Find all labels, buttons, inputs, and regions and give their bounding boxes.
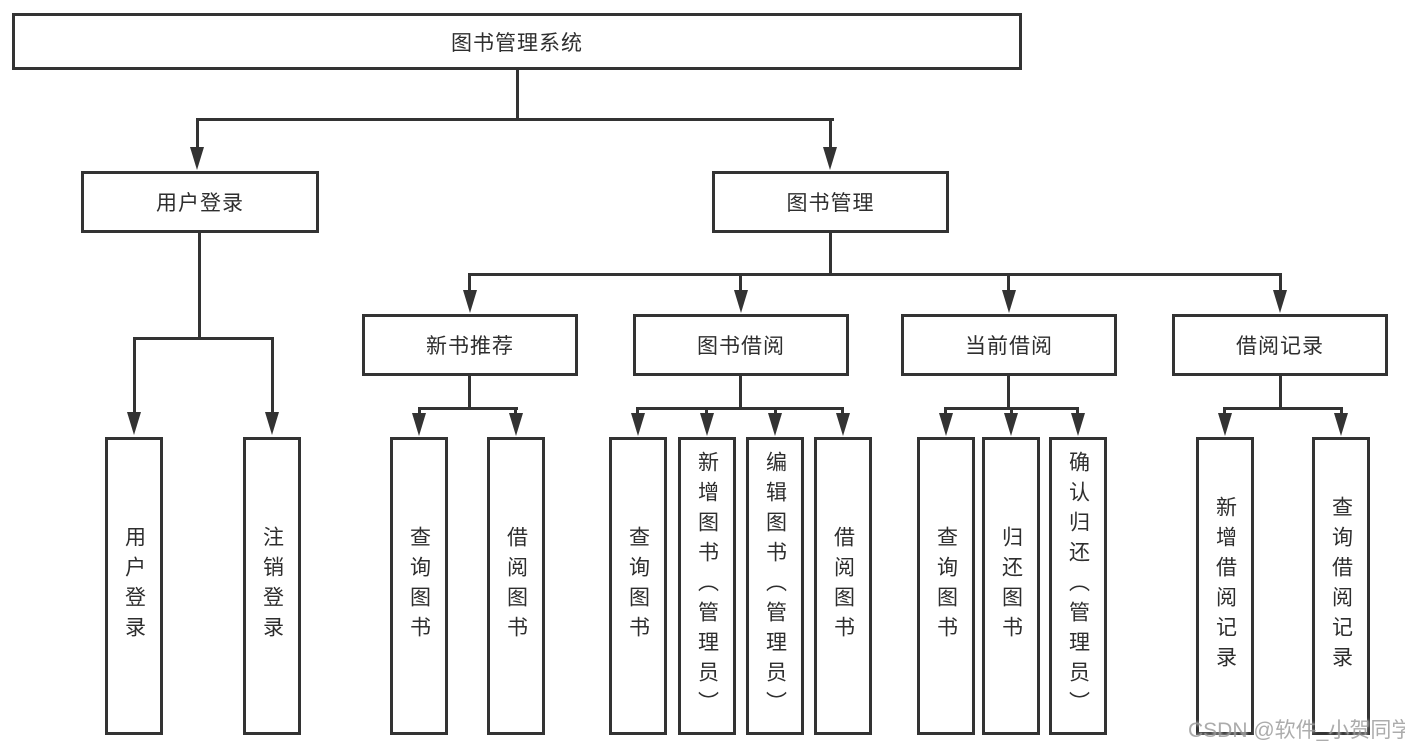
arrowhead-icon (509, 413, 523, 436)
node-label: 借阅记录 (1236, 335, 1324, 358)
csdn-watermark: CSDN @软件_小贺同学 (1188, 719, 1405, 742)
connector-stub (739, 273, 742, 293)
node-label: 用户登录 (122, 526, 146, 646)
arrowhead-icon (1334, 413, 1348, 436)
node-leaf-query-books-3: 查询图书 (917, 437, 975, 735)
node-book-borrow: 图书借阅 (633, 314, 849, 376)
arrowhead-icon (1004, 413, 1018, 436)
connector-stub (1007, 273, 1010, 293)
node-leaf-add-book-admin: 新增图书（管理员） (678, 437, 736, 735)
node-leaf-borrow-books-1: 借阅图书 (487, 437, 545, 735)
node-leaf-edit-book-admin: 编辑图书（管理员） (746, 437, 804, 735)
connector-borrow-vline (739, 376, 742, 410)
node-leaf-confirm-return-admin: 确认归还（管理员） (1049, 437, 1107, 735)
connector-borrow-hbar (636, 407, 844, 410)
arrowhead-icon (734, 290, 748, 313)
arrowhead-icon (823, 147, 837, 170)
connector-stub (271, 337, 274, 415)
node-label: 归还图书 (999, 526, 1023, 646)
connector-stub (514, 407, 517, 416)
node-label: 当前借阅 (965, 335, 1053, 358)
arrowhead-icon (768, 413, 782, 436)
connector-stub (1010, 407, 1013, 416)
node-label: 图书管理 (786, 192, 875, 215)
arrowhead-icon (939, 413, 953, 436)
connector-stub (468, 273, 471, 293)
connector-stub (1279, 273, 1282, 293)
connector-stub (774, 407, 777, 416)
connector-stub (944, 407, 947, 416)
node-leaf-query-books-1: 查询图书 (390, 437, 448, 735)
node-label: 查询图书 (934, 526, 958, 646)
arrowhead-icon (127, 412, 141, 435)
node-label: 查询图书 (407, 526, 431, 646)
arrowhead-icon (463, 290, 477, 313)
arrowhead-icon (836, 413, 850, 436)
node-leaf-logout: 注销登录 (243, 437, 301, 735)
node-leaf-query-books-2: 查询图书 (609, 437, 667, 735)
node-leaf-borrow-books-2: 借阅图书 (814, 437, 872, 735)
connector-login-hbar (133, 337, 274, 340)
connector-newbook-hbar (418, 407, 518, 410)
connector-mgmt-vline (829, 233, 832, 276)
connector-stub (841, 407, 844, 416)
connector-stub (636, 407, 639, 416)
node-label: 编辑图书（管理员） (763, 451, 787, 721)
connector-stub (133, 337, 136, 415)
node-label: 借阅图书 (504, 526, 528, 646)
connector-stub (1340, 407, 1343, 416)
connector-current-vline (1007, 376, 1010, 410)
node-label: 查询借阅记录 (1329, 496, 1353, 676)
node-label: 确认归还（管理员） (1066, 451, 1090, 721)
connector-stub (418, 407, 421, 416)
node-label: 注销登录 (260, 526, 284, 646)
connector-root-vline (516, 68, 519, 120)
node-book-management: 图书管理 (712, 171, 949, 233)
node-label: 借阅图书 (831, 526, 855, 646)
node-leaf-return-book: 归还图书 (982, 437, 1040, 735)
connector-stub (705, 407, 708, 416)
node-library-system: 图书管理系统 (12, 13, 1022, 70)
node-current-borrow: 当前借阅 (901, 314, 1117, 376)
connector-newbook-vline (468, 376, 471, 410)
node-label: 图书借阅 (697, 335, 785, 358)
connector-root-hbar (196, 118, 834, 121)
connector-stub (829, 118, 832, 150)
node-label: 用户登录 (156, 192, 244, 215)
node-label: 图书管理系统 (451, 31, 583, 55)
node-label: 新增图书（管理员） (695, 451, 719, 721)
connector-mgmt-hbar (468, 273, 1282, 276)
arrowhead-icon (412, 413, 426, 436)
node-leaf-add-borrow-record: 新增借阅记录 (1196, 437, 1254, 735)
node-leaf-user-login: 用户登录 (105, 437, 163, 735)
connector-stub (1223, 407, 1226, 416)
node-leaf-query-borrow-record: 查询借阅记录 (1312, 437, 1370, 735)
arrowhead-icon (700, 413, 714, 436)
node-user-login: 用户登录 (81, 171, 319, 233)
arrowhead-icon (1273, 290, 1287, 313)
node-label: 新增借阅记录 (1213, 496, 1237, 676)
connector-stub (196, 118, 199, 150)
arrowhead-icon (190, 147, 204, 170)
connector-login-vline (198, 233, 201, 340)
arrowhead-icon (1002, 290, 1016, 313)
arrowhead-icon (1071, 413, 1085, 436)
node-borrow-record: 借阅记录 (1172, 314, 1388, 376)
arrowhead-icon (1218, 413, 1232, 436)
node-new-book-recommend: 新书推荐 (362, 314, 578, 376)
connector-record-hbar (1223, 407, 1343, 410)
arrowhead-icon (631, 413, 645, 436)
node-label: 新书推荐 (426, 335, 514, 358)
node-label: 查询图书 (626, 526, 650, 646)
connector-record-vline (1279, 376, 1282, 410)
arrowhead-icon (265, 412, 279, 435)
connector-stub (1076, 407, 1079, 416)
